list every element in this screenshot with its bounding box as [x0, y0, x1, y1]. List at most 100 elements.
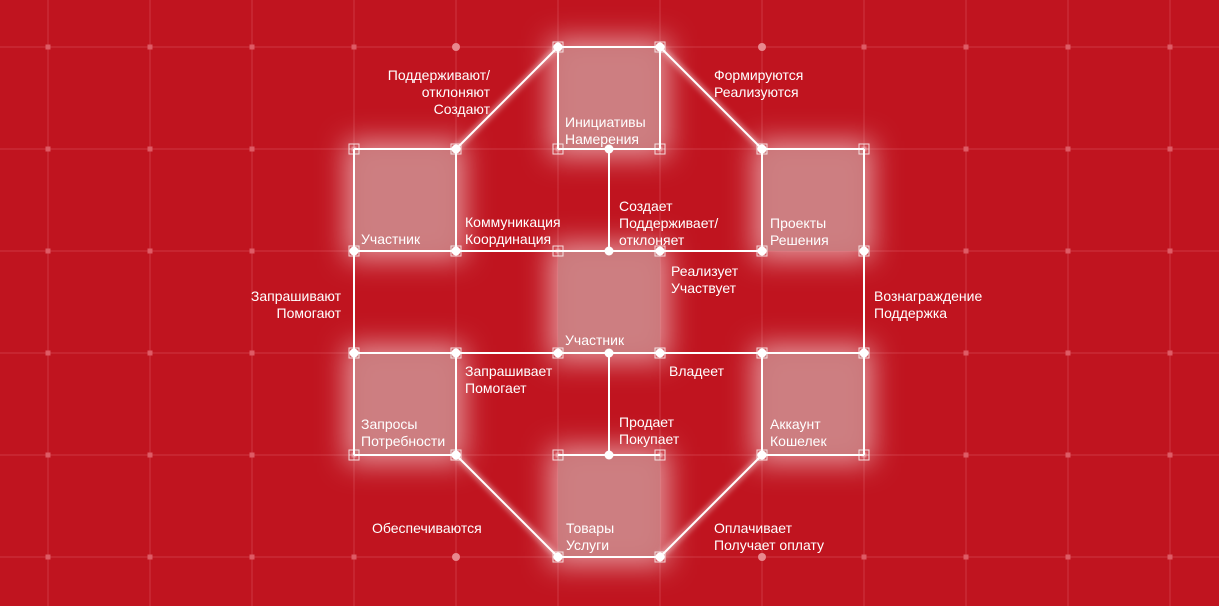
relation-center-lower-right: Владеет	[669, 363, 724, 380]
relation-label-line: Запрашивает	[465, 363, 553, 379]
grid-point	[45, 248, 51, 254]
junction-dots	[349, 42, 869, 562]
relation-label-line: Коммуникация	[465, 214, 561, 230]
relation-label-line: Реализуются	[714, 84, 799, 100]
junction-dot	[553, 348, 563, 358]
grid-point	[963, 146, 969, 152]
relation-label-line: Помогает	[465, 380, 527, 396]
connector-line	[659, 46, 763, 150]
relation-center-upper-right: Реализует Участвует	[671, 263, 738, 297]
node-box	[354, 149, 456, 251]
grid-point	[1167, 248, 1173, 254]
node-box	[354, 353, 456, 455]
junction-dot	[451, 246, 461, 256]
grid-point	[1167, 44, 1173, 50]
junction-dot	[553, 42, 563, 52]
relation-label-line: Поддерживают/	[387, 67, 490, 83]
junction-dot	[451, 348, 461, 358]
grid-point	[45, 146, 51, 152]
grid-point	[45, 44, 51, 50]
junction-dot	[604, 246, 614, 256]
relation-label-line: Вознаграждение	[874, 288, 983, 304]
node-box	[558, 455, 660, 557]
grid-point	[45, 554, 51, 560]
relation-label-line: Оплачивает	[714, 520, 793, 536]
grid-point	[351, 44, 357, 50]
relation-lower-right-bottom: Оплачивает Получает оплату	[714, 520, 824, 554]
grid-point	[861, 554, 867, 560]
grid-point	[249, 248, 255, 254]
node-label-line: Кошелек	[770, 433, 827, 449]
junction-dot	[655, 42, 665, 52]
relation-upper-left-center: Коммуникация Координация	[465, 214, 561, 248]
grid-point	[249, 350, 255, 356]
relation-label-line: Покупает	[619, 431, 680, 447]
grid-point	[1065, 452, 1071, 458]
node-label-line: Товары	[566, 520, 615, 536]
grid-point	[1065, 146, 1071, 152]
node-upper-right-projects: Проекты Решения	[770, 215, 829, 249]
relation-label-line: Формируются	[714, 67, 804, 83]
grid-point	[963, 248, 969, 254]
grid-point	[249, 452, 255, 458]
relation-label-line: Владеет	[669, 363, 724, 379]
grid-point	[963, 44, 969, 50]
junction-dot	[604, 348, 614, 358]
relation-label-line: Обеспечиваются	[372, 520, 482, 536]
node-label-line: Услуги	[566, 537, 610, 553]
grid-point	[147, 452, 153, 458]
grid-point	[249, 146, 255, 152]
junction-dot	[451, 144, 461, 154]
relation-label-line: Реализует	[671, 263, 739, 279]
relation-center-bottom: Продает Покупает	[619, 414, 679, 448]
grid-point	[147, 248, 153, 254]
relation-label-line: отклоняет	[619, 232, 685, 248]
relation-label-line: Поддерживает/	[619, 215, 719, 231]
relation-label-line: Запрашивают	[250, 288, 341, 304]
grid-point	[249, 44, 255, 50]
grid-point	[1167, 554, 1173, 560]
node-box	[762, 149, 864, 251]
node-label-line: Потребности	[361, 433, 446, 449]
connector-line	[455, 46, 559, 150]
grid-point	[1167, 452, 1173, 458]
relation-center-top: Создает Поддерживает/ отклоняет	[619, 198, 718, 249]
relation-top-upper-right: Формируются Реализуются	[714, 67, 803, 101]
junction-dot	[604, 450, 614, 460]
connector-line	[659, 454, 763, 558]
grid-point	[1065, 44, 1071, 50]
relation-label-line: Продает	[619, 414, 675, 430]
junction-dot	[349, 246, 359, 256]
relation-upper-right-lower-right: Вознаграждение Поддержка	[874, 288, 982, 322]
node-label-line: Запросы	[361, 416, 418, 432]
grid-point	[1167, 350, 1173, 356]
grid-point	[147, 350, 153, 356]
junction-dot	[655, 552, 665, 562]
junction-dot	[757, 348, 767, 358]
relation-center-lower-left: Запрашивает Помогает	[465, 363, 552, 397]
junction-dot	[604, 144, 614, 154]
junction-dot	[757, 450, 767, 460]
junction-dot	[757, 246, 767, 256]
node-bottom-goods: Товары Услуги	[566, 520, 614, 554]
grid-accent-dot	[452, 43, 460, 51]
relation-upper-left-top: Поддерживают/ отклоняют Создают	[388, 67, 490, 118]
relation-label-line: Получает оплату	[714, 537, 824, 553]
grid-point	[1065, 350, 1071, 356]
relation-label-line: Создают	[433, 101, 490, 117]
junction-dot	[859, 348, 869, 358]
junction-dot	[451, 450, 461, 460]
grid-point	[1167, 146, 1173, 152]
junction-dot	[859, 246, 869, 256]
node-label-line: Проекты	[770, 215, 827, 231]
junction-dot	[757, 144, 767, 154]
grid-accent-dot	[758, 43, 766, 51]
node-box	[558, 251, 660, 353]
grid-point	[861, 44, 867, 50]
node-box	[558, 47, 660, 149]
grid-point	[963, 452, 969, 458]
grid-point	[963, 554, 969, 560]
grid-point	[45, 350, 51, 356]
